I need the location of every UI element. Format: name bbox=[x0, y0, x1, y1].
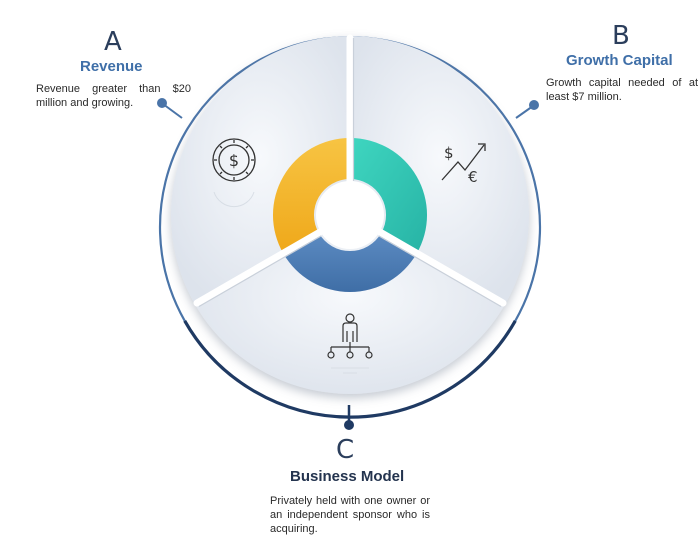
dollar-coin-reflection bbox=[213, 191, 255, 208]
label-c-letter: C bbox=[336, 435, 355, 465]
label-b-description: Growth capital needed of at least $7 mil… bbox=[546, 77, 698, 103]
connector-a bbox=[157, 98, 183, 119]
label-revenue: A Revenue Revenue greater than $20 milli… bbox=[36, 28, 191, 110]
svg-text:$: $ bbox=[229, 151, 239, 170]
connector-b bbox=[515, 100, 539, 119]
org-structure-icon bbox=[327, 313, 373, 359]
label-c-title: Business Model bbox=[290, 468, 405, 485]
label-b-letter: B bbox=[612, 21, 630, 51]
label-a-title: Revenue bbox=[80, 58, 143, 75]
org-structure-reflection bbox=[331, 367, 369, 374]
label-a-letter: A bbox=[104, 27, 122, 57]
currency-growth-icon: $ € bbox=[441, 143, 486, 186]
label-growth-capital: B Growth Capital Growth capital needed o… bbox=[546, 22, 698, 104]
donut-segment-a bbox=[272, 138, 350, 254]
dollar-coin-icon: $ bbox=[212, 138, 256, 182]
label-c-description: Privately held with one owner or an inde… bbox=[270, 495, 430, 535]
panel-dividers bbox=[193, 34, 507, 307]
svg-text:€: € bbox=[468, 168, 478, 186]
center-hole bbox=[316, 181, 384, 249]
svg-text:$: $ bbox=[444, 144, 454, 162]
donut-segment-b bbox=[350, 138, 428, 254]
label-b-title: Growth Capital bbox=[566, 52, 673, 69]
label-a-description: Revenue greater than $20 million and gro… bbox=[36, 83, 191, 109]
panel-c bbox=[195, 215, 505, 394]
label-business-model: C Business Model Privately held with one… bbox=[270, 436, 430, 536]
connector-c bbox=[344, 405, 354, 430]
donut-segment-c bbox=[283, 233, 417, 293]
